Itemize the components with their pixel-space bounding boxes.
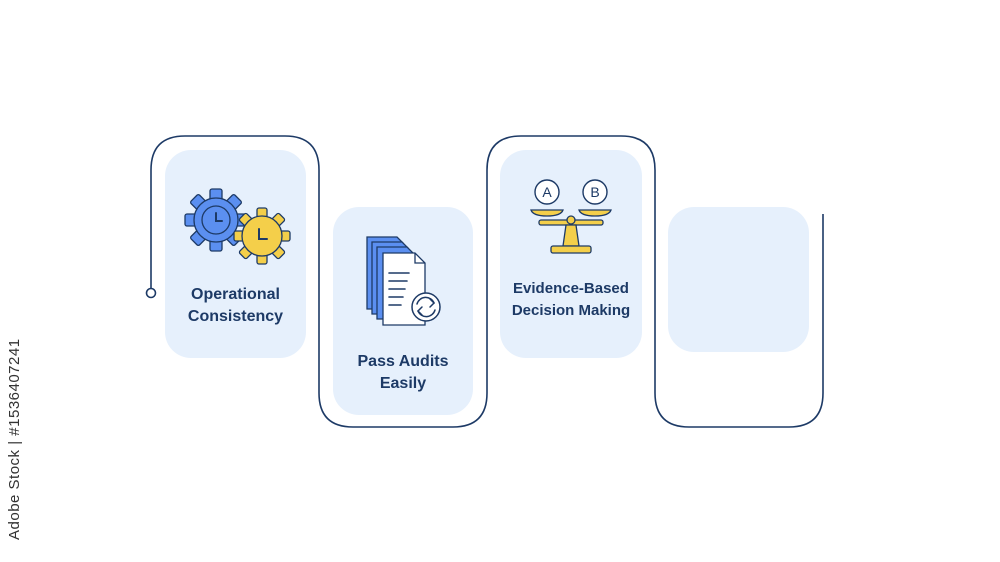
scale-label-a: A: [542, 184, 552, 200]
documents-sync-icon: [366, 236, 441, 326]
step-card-empty: [668, 207, 809, 352]
step-label: Pass Audits Easily: [357, 353, 449, 392]
watermark-text: Adobe Stock | #1536407241: [6, 338, 23, 540]
connector-line: [150, 135, 824, 428]
gears-clock-icon: [183, 188, 291, 265]
scale-label-b: B: [590, 184, 599, 200]
balance-scale-ab-icon: A B: [530, 179, 612, 254]
step-label: Evidence-Based Decision Making: [511, 280, 631, 319]
step-label: Operational Consistency: [187, 286, 284, 325]
connector-start-dot: [145, 287, 157, 299]
step-card-operational-consistency: Operational Consistency: [165, 150, 306, 358]
step-card-pass-audits: Pass Audits Easily: [333, 207, 473, 415]
step-card-evidence-based: A B Evidence-Based Decision Making: [500, 150, 642, 358]
